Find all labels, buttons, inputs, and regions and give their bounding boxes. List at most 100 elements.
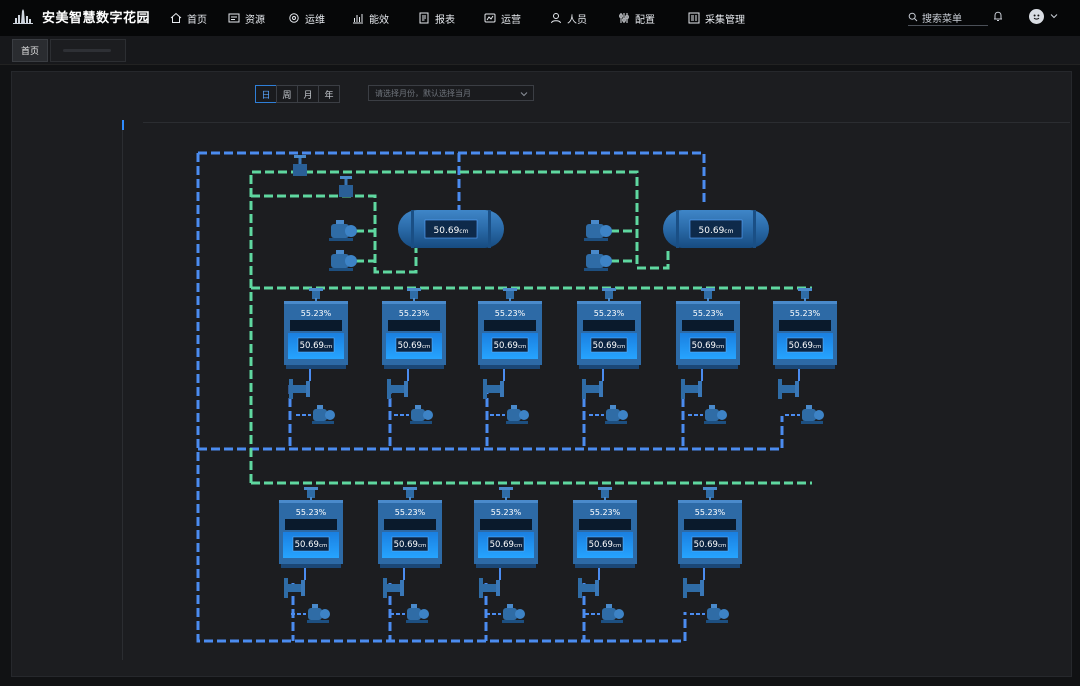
unit-pump-motor [407,608,421,620]
storage-tank: 50.69cm [663,210,769,248]
pump-base [329,268,353,271]
unit-pump-base [502,620,524,623]
outlet-valve-body [288,584,302,592]
unit-valve-stem [608,298,610,302]
unit-pump-motor [503,608,517,620]
nav-label: 运营 [501,14,521,26]
unit-level-unit: cm [617,344,625,350]
outlet-valve-body [293,385,307,393]
outlet-valve-handle [306,381,310,397]
treatment-unit-row2: 55.23%50.69cm [279,487,343,623]
tab-current-page[interactable] [50,39,126,62]
unit-pump-base [406,620,428,623]
valve-stem [298,157,302,164]
unit-percent: 55.23% [695,508,726,517]
tank-level-number: 50.69 [434,226,460,236]
unit-level-number: 50.69 [300,341,324,351]
period-day-button[interactable]: 日 [255,85,277,103]
outlet-valve-body [586,385,600,393]
home-icon [170,12,182,23]
user-avatar[interactable] [1029,9,1044,24]
valve-handle [340,176,352,179]
unit-base [281,564,341,568]
unit-base [678,365,738,369]
period-year-button[interactable]: 年 [318,85,340,103]
unit-level-value: 50.69cm [494,341,527,351]
outlet-valve-body [391,385,405,393]
unit-base [575,564,635,568]
nav-config[interactable]: 配置 [618,0,655,36]
unit-valve-handle [403,487,417,490]
month-select[interactable]: 请选择月份，默认选择当月 [368,85,534,101]
pump-icon [584,250,612,271]
pump-motor [331,224,349,238]
unit-level-number: 50.69 [694,540,718,550]
operation-icon [484,13,496,23]
nav-reports[interactable]: 报表 [418,0,455,36]
unit-valve-handle [304,487,318,490]
app-title: 安美智慧数字花园 [42,11,151,26]
unit-display-strip [779,320,831,331]
unit-display-strip [684,519,736,530]
nav-label: 人员 [567,14,587,26]
pipe-blue-left-loop [196,153,687,643]
nav-maintenance[interactable]: 运维 [288,0,325,36]
nav-operations[interactable]: 运营 [484,0,521,36]
unit-pump-head [618,410,628,420]
treatment-unit-row2: 55.23%50.69cm [678,487,742,623]
unit-base [680,564,740,568]
outlet-valve-body [685,385,699,393]
nav-energy[interactable]: 能效 [352,0,389,36]
unit-level-number: 50.69 [394,540,418,550]
brand[interactable]: 安美智慧数字花园 [12,7,150,26]
nav-label: 运维 [305,14,325,26]
unit-level-box [691,536,729,552]
notification-bell-icon[interactable] [992,10,1004,22]
tab-home[interactable]: 首页 [12,39,48,62]
unit-inlet-valve [410,291,418,299]
unit-level-unit: cm [813,344,821,350]
unit-level-box [586,536,624,552]
tank-band [676,210,679,248]
nav-people[interactable]: 人员 [550,0,587,36]
unit-pump-top [511,405,517,409]
unit-pump-top [317,405,323,409]
energy-chart-icon [353,14,363,24]
unit-level-number: 50.69 [494,341,518,351]
treatment-unit-row1: 55.23%50.69cm [284,288,348,424]
unit-percent: 55.23% [693,309,724,318]
nav-collect-management[interactable]: 采集管理 [688,0,745,36]
unit-pump-head [717,410,727,420]
outlet-valve-flange [479,578,483,598]
nav-resources[interactable]: 资源 [228,0,265,36]
unit-pump-top [507,604,513,608]
unit-percent: 55.23% [495,309,526,318]
pipe-network [196,151,812,643]
unit-percent: 55.23% [395,508,426,517]
unit-top-edge [279,500,343,503]
nav-home[interactable]: 首页 [170,0,207,36]
pump-top [336,250,344,254]
outlet-valve-handle [301,580,305,596]
unit-level-value: 50.69cm [394,540,427,550]
unit-level-unit: cm [716,344,724,350]
unit-top-edge [678,500,742,503]
chevron-down-icon[interactable] [1050,13,1058,19]
unit-pump-head [320,609,330,619]
tank-level-box [689,219,743,239]
tank-level-value: 50.69cm [699,226,734,236]
unit-valve-stem [310,497,312,501]
search-menu-input[interactable]: 搜索菜单 [908,9,988,26]
period-month-button[interactable]: 月 [297,85,319,103]
collect-icon [688,12,700,24]
unit-level-value: 50.69cm [295,540,328,550]
unit-pump-top [415,405,421,409]
valve-body [293,164,307,176]
pump-head [600,255,612,267]
outlet-valve-body [582,584,596,592]
unit-pump-base [410,421,432,424]
unit-pump-head [419,609,429,619]
outlet-valve-handle [795,381,799,397]
pump-motor [586,224,604,238]
